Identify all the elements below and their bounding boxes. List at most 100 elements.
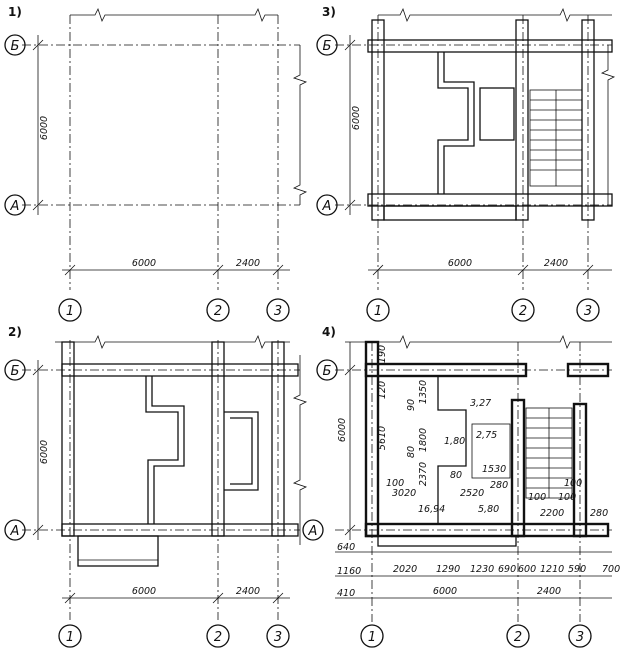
dim-3020: 3020: [392, 488, 416, 499]
dim-120: 120: [377, 381, 388, 399]
break-line-right: [600, 45, 616, 205]
dim-2370: 2370: [418, 462, 429, 486]
dim-100-b: 100: [558, 492, 576, 503]
axis-bubble-1: [58, 624, 82, 648]
break-line-right: [292, 45, 308, 205]
panel-4-label: 4): [322, 325, 336, 339]
axis-bubble-b: [316, 34, 338, 56]
axis-bubble-3: [576, 298, 600, 322]
dim-80-inner: 80: [450, 470, 462, 481]
area-1-80: 1,80: [444, 436, 465, 447]
svg-text:3: 3: [274, 630, 282, 645]
break-line-top: [55, 334, 290, 350]
break-line-right: [292, 355, 308, 545]
dim-410: 410: [337, 588, 355, 599]
dim-1210: 1210: [540, 564, 564, 575]
area-5-80: 5,80: [478, 504, 499, 515]
axis-bubble-b: [316, 359, 338, 381]
dim-600: 600: [518, 564, 536, 575]
axis-bubble-a: [316, 194, 338, 216]
balcony: [77, 535, 159, 567]
axis-bubble-3: [266, 624, 290, 648]
panel-2: 2) 6000 6000: [4, 325, 308, 648]
dim-2520: 2520: [460, 488, 484, 499]
walls: [61, 341, 299, 567]
bathroom: [479, 87, 515, 141]
dim-vertical-6000: 6000: [351, 106, 362, 130]
area-16-94: 16,94: [418, 504, 445, 515]
svg-text:А: А: [322, 199, 332, 214]
svg-text:Б: Б: [11, 364, 20, 379]
break-line-top: [378, 7, 612, 23]
dim-100-left: 100: [386, 478, 404, 489]
svg-text:2: 2: [214, 630, 222, 645]
dim-280-inner: 280: [490, 480, 508, 491]
axis-bubble-1: [58, 298, 82, 322]
axis-bubble-1: [366, 298, 390, 322]
svg-text:А: А: [10, 524, 20, 539]
svg-text:А: А: [308, 524, 318, 539]
balcony: [377, 535, 517, 547]
svg-text:1: 1: [66, 630, 74, 645]
dim-5610: 5610: [377, 426, 388, 450]
dim-bay-2400: 2400: [544, 258, 568, 269]
axis-bubble-2: [506, 624, 530, 648]
dim-90: 90: [406, 399, 417, 411]
bathroom: [471, 423, 511, 479]
axis-bubble-b: [4, 34, 26, 56]
axis-bubble-2: [206, 298, 230, 322]
dim-vertical-6000: 6000: [39, 440, 50, 464]
svg-text:Б: Б: [11, 39, 20, 54]
dim-1290: 1290: [436, 564, 460, 575]
svg-text:1: 1: [374, 304, 382, 319]
panel-3: 3): [316, 5, 616, 322]
panel-3-label: 3): [322, 5, 336, 19]
walls: [364, 340, 610, 547]
dim-700: 700: [602, 564, 620, 575]
dim-bay-6000: 6000: [132, 258, 156, 269]
panel-4: 4): [302, 325, 620, 648]
walls: [367, 19, 613, 221]
svg-text:3: 3: [274, 304, 282, 319]
dim-280-right: 280: [590, 508, 608, 519]
dim-bay-6000: 6000: [448, 258, 472, 269]
dim-2200: 2200: [540, 508, 564, 519]
dim-bay-6000: 6000: [433, 586, 457, 597]
svg-text:Б: Б: [323, 39, 332, 54]
dim-1800: 1800: [418, 428, 429, 452]
svg-text:2: 2: [519, 304, 527, 319]
dim-2020: 2020: [393, 564, 417, 575]
dim-640: 640: [337, 542, 355, 553]
dim-190: 190: [377, 345, 388, 363]
dim-1530: 1530: [482, 464, 506, 475]
svg-text:3: 3: [576, 630, 584, 645]
axis-bubble-a: [302, 519, 324, 541]
dim-1350: 1350: [418, 380, 429, 404]
svg-text:3: 3: [584, 304, 592, 319]
dim-100-c: 100: [564, 478, 582, 489]
dim-vertical-6000: 6000: [39, 116, 50, 140]
dim-bay-6000: 6000: [132, 586, 156, 597]
dim-vertical-6000: 6000: [337, 418, 348, 442]
axis-bubble-a: [4, 194, 26, 216]
svg-text:2: 2: [214, 304, 222, 319]
dim-80: 80: [406, 446, 417, 458]
axis-bubble-3: [568, 624, 592, 648]
area-3-27: 3,27: [470, 398, 491, 409]
panel-1: 1) 6000 6000 2400 Б А 1 2 3: [4, 5, 308, 322]
dim-690: 690: [498, 564, 516, 575]
svg-text:Б: Б: [323, 364, 332, 379]
break-line-top: [345, 334, 612, 350]
break-line-top: [70, 7, 278, 23]
axis-bubble-1: [360, 624, 384, 648]
panel-1-label: 1): [8, 5, 22, 19]
axis-bubble-3: [266, 298, 290, 322]
svg-text:1: 1: [368, 630, 376, 645]
dim-590: 590: [568, 564, 586, 575]
axis-bubble-2: [511, 298, 535, 322]
axis-bubble-a: [4, 519, 26, 541]
svg-text:1: 1: [66, 304, 74, 319]
balcony: [383, 205, 517, 221]
dim-100-a: 100: [528, 492, 546, 503]
